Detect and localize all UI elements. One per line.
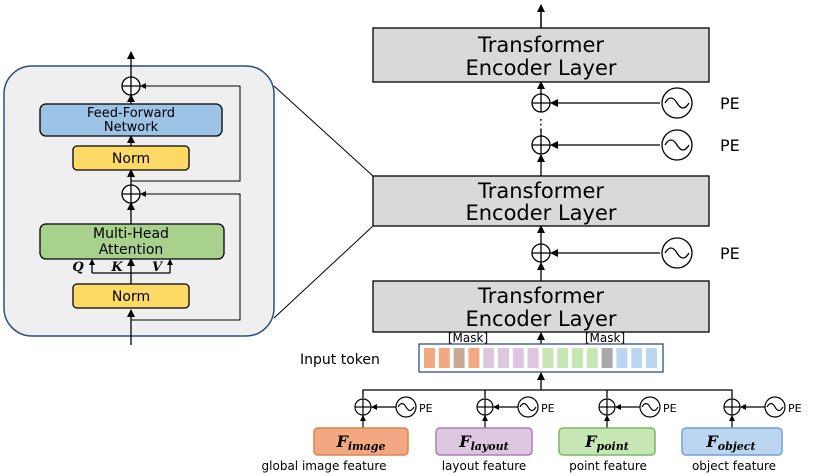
feature-2-symbol: Flayout: [458, 432, 508, 453]
add-node-2-icon: [531, 135, 551, 155]
token-cell: [424, 348, 435, 368]
norm-top-label: Norm: [112, 151, 150, 167]
pe2-sine-icon: [661, 129, 693, 161]
encoder-detail-panel: Feed-Forward Network Norm Multi-Head Att…: [3, 51, 275, 345]
token-cell: [498, 348, 509, 368]
token-cell: [631, 348, 643, 368]
encoder-layer-top-label-line2: Encoder Layer: [465, 56, 616, 80]
input-token-row: Input token [Mask] [Mask]: [300, 331, 733, 398]
token-cell: [453, 348, 465, 368]
encoder-layer-bottom-label-line1: Transformer: [477, 284, 604, 308]
encoder-layer-middle-label-line1: Transformer: [477, 179, 604, 203]
add-node-1-icon: [531, 243, 551, 263]
feed-forward-label-line1: Feed-Forward: [87, 106, 175, 121]
feature-3-caption: point feature: [569, 459, 647, 473]
token-cell: [616, 348, 628, 368]
feature-3-add-icon: [598, 398, 616, 416]
norm-top-box: [72, 145, 190, 171]
encoder-layer-top: [372, 27, 710, 83]
feature-1-add-icon: [354, 398, 372, 416]
feature-group-1: PE Fimage global image feature: [262, 396, 433, 473]
token-cell: [527, 348, 539, 368]
feature-4-add-icon: [723, 398, 741, 416]
token-cell: [483, 348, 495, 368]
feature-2-caption: layout feature: [442, 459, 527, 473]
detail-add-lower-icon: [121, 184, 141, 204]
token-cell: [468, 348, 480, 368]
feature-1-pe-label: PE: [419, 402, 433, 415]
zoom-connector-top: [273, 85, 374, 177]
zoom-connector-bottom: [273, 225, 374, 319]
feature-2-add-icon: [476, 398, 494, 416]
feature-merge-bus: [362, 389, 733, 398]
token-cell: [438, 348, 450, 368]
ellipsis-label: ⋮: [534, 117, 548, 133]
token-cell: [512, 348, 524, 368]
feed-forward-box: [39, 103, 223, 137]
token-cells: [424, 348, 657, 368]
token-cell: [586, 348, 598, 368]
feature-group-3: PE Fpoint point feature: [558, 396, 677, 473]
feature-2-box: [435, 427, 533, 456]
feature-3-sine-icon: [639, 396, 661, 418]
feature-4-symbol: Fobject: [705, 432, 755, 453]
token-cell: [646, 348, 657, 368]
multi-head-label-line1: Multi-Head: [93, 226, 169, 242]
v-label: V: [152, 260, 164, 275]
encoder-layer-bottom-label-line2: Encoder Layer: [465, 307, 616, 331]
q-label: Q: [72, 260, 84, 275]
encoder-layer-top-label-line1: Transformer: [477, 33, 604, 57]
token-cell: [557, 348, 569, 368]
feature-3-box: [558, 427, 656, 456]
feature-2-pe-label: PE: [541, 402, 555, 415]
multi-head-label-line2: Attention: [99, 242, 164, 258]
feed-forward-label-line2: Network: [104, 120, 159, 135]
feature-1-sine-icon: [395, 396, 417, 418]
feature-group-4: PE Fobject object feature: [681, 396, 802, 473]
encoder-layer-bottom: [372, 280, 710, 333]
k-label: K: [110, 260, 123, 275]
encoder-layer-middle: [372, 175, 710, 227]
token-cell: [542, 348, 554, 368]
feature-1-symbol: Fimage: [336, 432, 386, 453]
feature-3-symbol: Fpoint: [584, 432, 629, 453]
token-cell: [601, 348, 613, 368]
feature-4-sine-icon: [764, 396, 786, 418]
norm-bottom-label: Norm: [112, 289, 150, 305]
pe3-sine-icon: [661, 87, 693, 119]
mask-label-right: [Mask]: [585, 331, 625, 345]
token-cell: [572, 348, 583, 368]
input-token-label: Input token: [300, 352, 380, 368]
multi-head-attention-box: [39, 223, 225, 260]
residual-connection-upper: [131, 83, 241, 182]
norm-bottom-box: [72, 283, 190, 309]
residual-connection-lower: [131, 191, 241, 321]
feature-3-pe-label: PE: [663, 402, 677, 415]
encoder-stack: Transformer Encoder Layer PE ⋮ PE: [372, 4, 740, 344]
feature-4-box: [681, 427, 783, 456]
pe1-sine-icon: [661, 237, 693, 269]
feature-2-sine-icon: [517, 396, 539, 418]
feature-4-pe-label: PE: [788, 402, 802, 415]
feature-4-caption: object feature: [692, 459, 776, 473]
mask-label-left: [Mask]: [448, 331, 488, 345]
pe1-label: PE: [720, 244, 740, 263]
feature-1-box: [313, 427, 409, 456]
feature-group-2: PE Flayout layout feature: [435, 396, 555, 473]
pe3-label: PE: [720, 94, 740, 113]
feature-1-caption: global image feature: [262, 459, 387, 473]
pe2-label: PE: [720, 136, 740, 155]
add-node-3-icon: [531, 93, 551, 113]
detail-add-upper-icon: [121, 76, 141, 96]
encoder-layer-middle-label-line2: Encoder Layer: [465, 201, 616, 225]
